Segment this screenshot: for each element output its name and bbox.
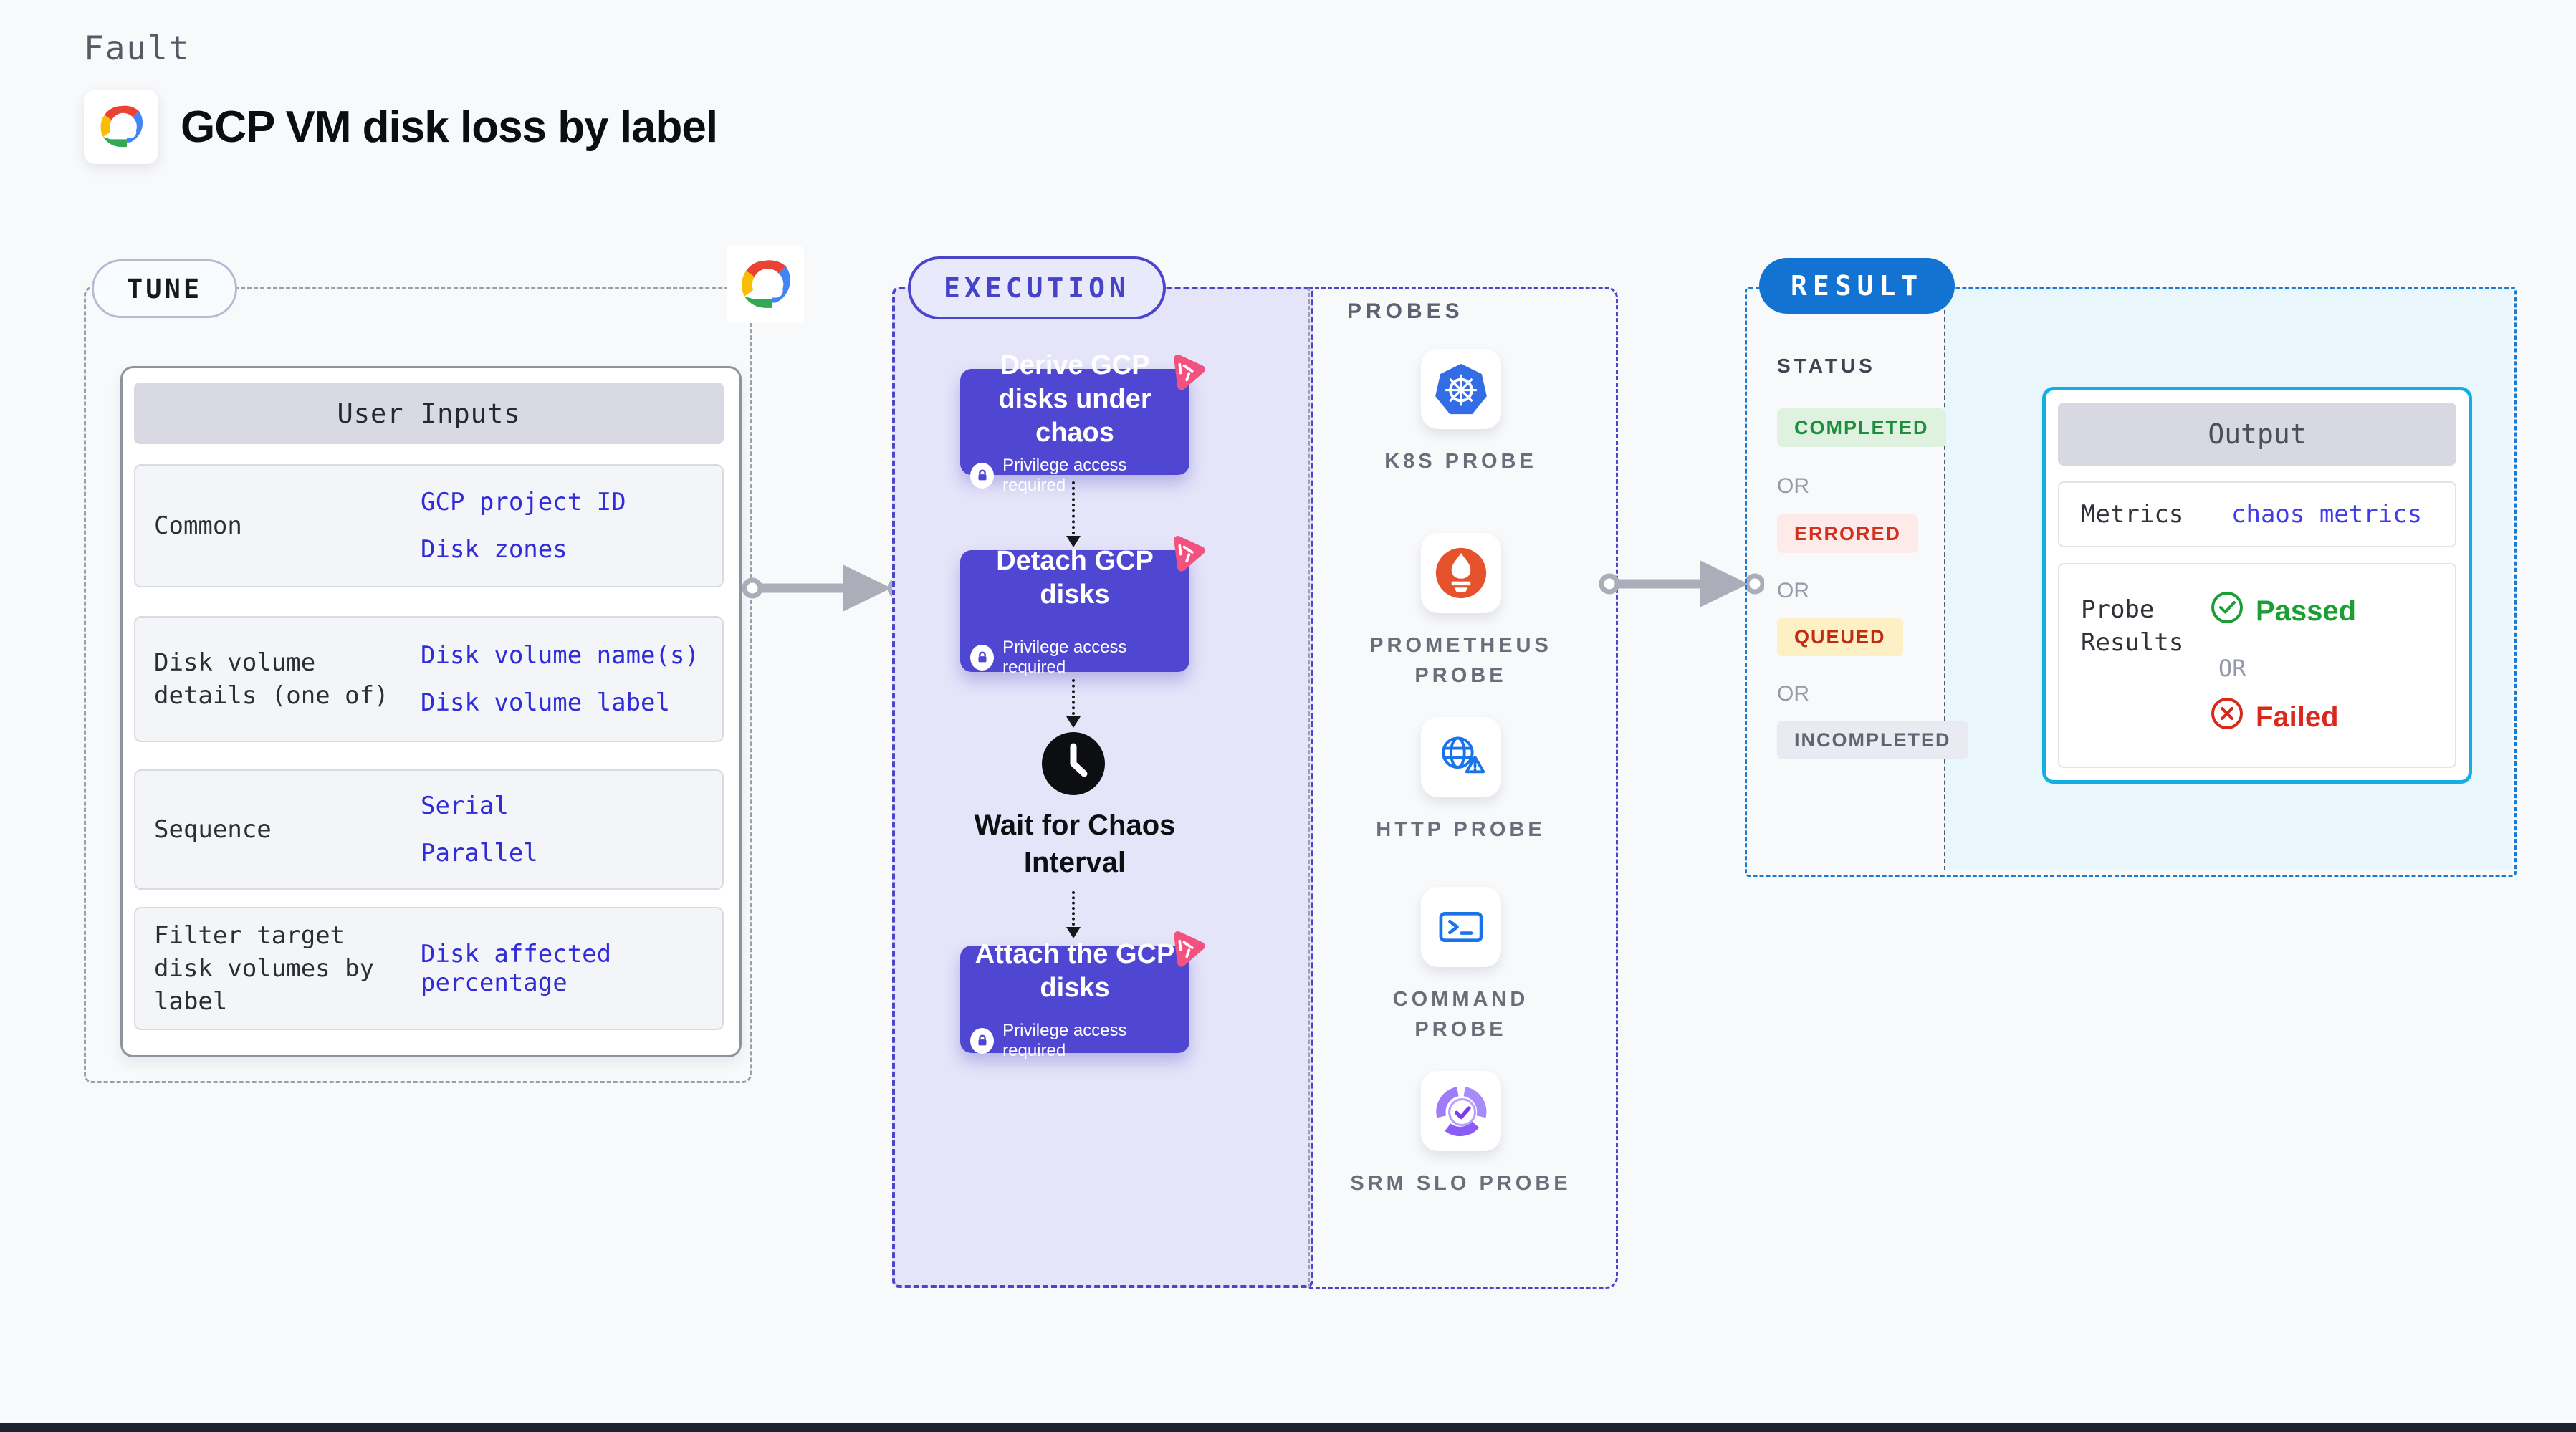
link-parallel[interactable]: Parallel	[421, 839, 538, 868]
status-badge-queued: QUEUED	[1777, 618, 1903, 656]
link-serial[interactable]: Serial	[421, 792, 509, 820]
probe-label: PROMETHEUS PROBE	[1369, 634, 1552, 687]
metrics-label: Metrics	[2081, 500, 2184, 529]
wait-for-chaos-interval-label: Wait for Chaos Interval	[974, 809, 1176, 878]
row-label: Sequence	[154, 815, 272, 844]
probe-prometheus: PROMETHEUS PROBE	[1308, 533, 1614, 691]
chaos-pinwheel-icon	[1164, 926, 1208, 970]
row-label: Disk volume details (one of)	[154, 648, 389, 710]
bottom-edge-bar	[0, 1423, 2576, 1432]
table-row: Disk volume details (one of) Disk volume…	[134, 616, 724, 742]
probe-results-label: Probe Results	[2081, 595, 2184, 657]
connector-arrowhead	[1066, 536, 1081, 547]
probe-http: HTTP PROBE	[1308, 717, 1614, 845]
chaos-metrics-link[interactable]: chaos metrics	[2231, 500, 2423, 529]
step-node-detach-disks: Detach GCP disks Privilege access requir…	[960, 536, 1205, 677]
execution-section-pill: EXECUTION	[908, 256, 1166, 319]
slo-donut-check-icon	[1420, 1071, 1501, 1151]
page-title: GCP VM disk loss by label	[181, 102, 718, 152]
gcp-logo-card	[84, 90, 158, 164]
tune-section-pill: TUNE	[92, 259, 238, 318]
kubernetes-icon	[1420, 349, 1501, 429]
gcp-cloud-icon	[94, 98, 148, 156]
step-node-derive-disks: Derive GCP disks under chaos Privilege a…	[960, 350, 1205, 495]
row-label: Filter target disk volumes by label	[154, 921, 375, 1016]
privilege-badge-label: Privilege access required	[1002, 455, 1127, 495]
row-label: Common	[154, 511, 242, 540]
privilege-badge-label: Privilege access required	[1002, 1021, 1127, 1060]
status-heading: STATUS	[1777, 355, 1876, 377]
passed-label: Passed	[2256, 595, 2357, 627]
table-row: Sequence Serial Parallel	[134, 769, 724, 890]
table-row: Filter target disk volumes by label Disk…	[134, 907, 724, 1030]
output-title: Output	[2058, 403, 2456, 466]
chaos-pinwheel-icon	[1164, 530, 1208, 575]
lock-icon	[970, 645, 995, 671]
tune-section-frame	[84, 287, 752, 1083]
probes-section-frame	[1308, 287, 1618, 1289]
step-node-attach-disks: Attach the GCP disks Privilege access re…	[960, 931, 1205, 1060]
prometheus-icon	[1420, 533, 1501, 613]
privilege-badge-label: Privilege access required	[1002, 638, 1127, 677]
flow-arrow	[1599, 552, 1766, 620]
chaos-pinwheel-icon	[1164, 349, 1208, 393]
connector-line	[1072, 679, 1075, 715]
table-row: Common GCP project ID Disk zones	[134, 464, 724, 587]
x-circle-icon	[2210, 696, 2244, 738]
status-badge-incompleted: INCOMPLETED	[1777, 721, 1968, 759]
metrics-row: Metrics chaos metrics	[2058, 481, 2456, 547]
privilege-badge: Privilege access required	[970, 1021, 1179, 1061]
link-gcp-project-id[interactable]: GCP project ID	[421, 488, 626, 516]
probe-label: K8S PROBE	[1384, 450, 1537, 473]
globe-warning-icon	[1420, 717, 1501, 797]
privilege-badge: Privilege access required	[970, 638, 1179, 678]
gcp-mini-card	[727, 246, 804, 323]
probe-k8s: K8S PROBE	[1308, 349, 1614, 476]
lock-icon	[970, 1028, 995, 1054]
gcp-cloud-icon	[734, 251, 797, 318]
lock-icon	[970, 462, 995, 489]
connector-line	[1072, 891, 1075, 926]
result-section-frame	[1745, 287, 2517, 877]
link-disk-zones[interactable]: Disk zones	[421, 535, 568, 564]
connector-line	[1072, 481, 1075, 534]
probe-label: COMMAND PROBE	[1392, 988, 1529, 1041]
privilege-badge: Privilege access required	[970, 456, 1179, 496]
probe-results-row: Probe Results Passed OR Failed	[2058, 563, 2456, 768]
failed-status: Failed	[2210, 696, 2339, 738]
probe-srm-slo: SRM SLO PROBE	[1308, 1071, 1614, 1198]
node-title: Detach GCP disks	[996, 546, 1154, 610]
check-circle-icon	[2210, 590, 2244, 632]
probe-command: COMMAND PROBE	[1308, 887, 1614, 1044]
status-badge-errored: ERRORED	[1777, 514, 1919, 553]
or-separator: OR	[1777, 474, 1809, 498]
link-disk-affected-percentage[interactable]: Disk affected percentage	[421, 940, 612, 997]
connector-arrowhead	[1066, 716, 1081, 728]
flow-arrow	[742, 556, 909, 624]
failed-label: Failed	[2256, 701, 2339, 733]
probe-label: SRM SLO PROBE	[1350, 1172, 1571, 1195]
probes-section-label: PROBES	[1347, 299, 1464, 323]
link-disk-volume-label[interactable]: Disk volume label	[421, 688, 670, 717]
or-separator: OR	[2218, 655, 2246, 682]
probe-label: HTTP PROBE	[1376, 818, 1546, 841]
clock-icon	[1040, 731, 1106, 797]
or-separator: OR	[1777, 682, 1809, 706]
passed-status: Passed	[2210, 590, 2356, 632]
user-inputs-title: User Inputs	[134, 383, 724, 444]
result-section-pill: RESULT	[1759, 258, 1955, 314]
link-disk-volume-names[interactable]: Disk volume name(s)	[421, 641, 699, 670]
kicker-label: Fault	[84, 29, 191, 67]
connector-arrowhead	[1066, 927, 1081, 938]
or-separator: OR	[1777, 579, 1809, 602]
node-title: Derive GCP disks under chaos	[998, 350, 1151, 448]
status-badge-completed: COMPLETED	[1777, 408, 1946, 447]
terminal-icon	[1420, 887, 1501, 967]
node-title: Attach the GCP disks	[975, 939, 1175, 1003]
